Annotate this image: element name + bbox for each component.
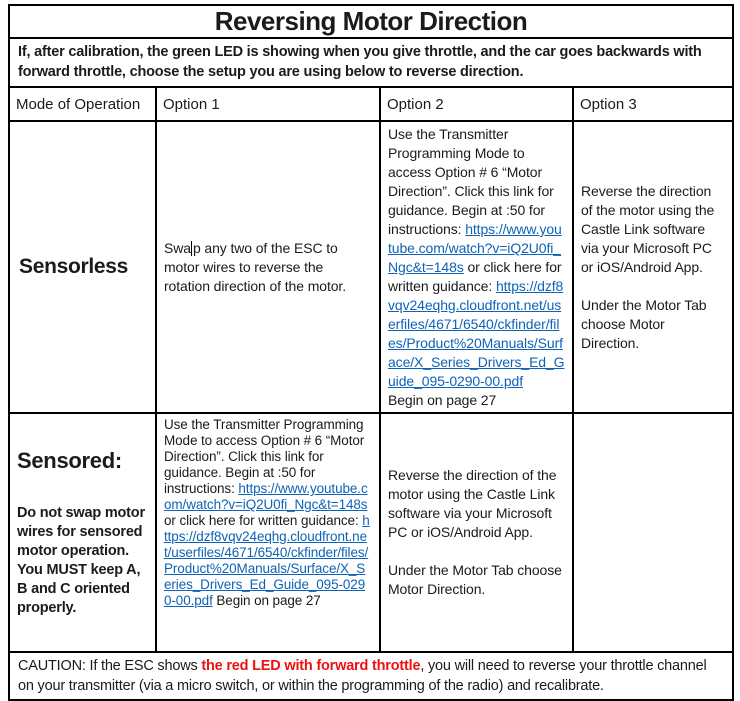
sensored-option1-text: Use the Transmitter Programming Mode to … — [164, 417, 372, 609]
text-cursor — [191, 240, 193, 256]
motor-tab-paragraph: Under the Motor Tab choose Motor Directi… — [581, 296, 707, 351]
row-label-sensorless: Sensorless — [19, 255, 129, 278]
caution-text: CAUTION: If the ESC shows the red LED wi… — [18, 656, 724, 696]
sensorless-option3-text: Reverse the direction of the motor using… — [581, 182, 725, 353]
instruction-text: or click here for written guidance: — [388, 259, 562, 294]
castle-link-paragraph: Reverse the direction of the motor using… — [388, 467, 557, 540]
pdf-guide-link[interactable]: https://dzf8vqv24eqhg.cloudfront.net/use… — [388, 278, 565, 389]
sensored-option2-text: Reverse the direction of the motor using… — [388, 466, 565, 599]
youtube-link[interactable]: https://www.youtube.com/watch?v=iQ2U0fi_… — [164, 481, 368, 512]
sensored-label-cell: Sensored: Do not swap motor wires for se… — [8, 412, 157, 653]
header-label: Mode of Operation — [16, 95, 141, 113]
column-header-option-2: Option 2 — [379, 86, 574, 122]
sensorless-option2-text: Use the Transmitter Programming Mode to … — [388, 125, 565, 410]
header-label: Option 3 — [580, 95, 637, 113]
title-cell: Reversing Motor Direction — [8, 4, 734, 39]
motor-tab-paragraph: Under the Motor Tab choose Motor Directi… — [388, 562, 562, 597]
column-header-option-3: Option 3 — [572, 86, 734, 122]
sensored-option1-cell: Use the Transmitter Programming Mode to … — [155, 412, 381, 653]
begin-page-note: Begin on page 27 — [388, 392, 497, 408]
castle-link-paragraph: Reverse the direction of the motor using… — [581, 182, 715, 275]
sensored-option2-cell: Reverse the direction of the motor using… — [379, 412, 574, 653]
sensorless-option2-cell: Use the Transmitter Programming Mode to … — [379, 120, 574, 414]
column-header-option-1: Option 1 — [155, 86, 381, 122]
sensored-option3-cell — [572, 412, 734, 653]
begin-page-note: Begin on page 27 — [212, 593, 321, 608]
pdf-guide-link[interactable]: https://dzf8vqv24eqhg.cloudfront.net/use… — [164, 513, 370, 608]
instruction-text: or click here for written guidance: — [164, 513, 363, 528]
intro-cell: If, after calibration, the green LED is … — [8, 37, 734, 88]
page-title: Reversing Motor Direction — [214, 6, 528, 36]
caution-cell: CAUTION: If the ESC shows the red LED wi… — [8, 651, 734, 701]
text-before-cursor: Swa — [164, 239, 191, 256]
reversing-motor-direction-table: Reversing Motor Direction If, after cali… — [8, 4, 734, 701]
caution-suffix: , you will need to reverse your throttle… — [18, 658, 707, 694]
sensorless-option3-cell: Reverse the direction of the motor using… — [572, 120, 734, 414]
sensorless-label-cell: Sensorless — [8, 120, 157, 414]
caution-prefix: CAUTION: If the ESC shows — [18, 658, 202, 674]
caution-red-highlight: the red LED with forward throttle — [201, 658, 421, 674]
row-label-sensored: Sensored: — [17, 447, 122, 473]
youtube-link[interactable]: https://www.youtube.com/watch?v=iQ2U0fi_… — [388, 221, 562, 275]
text-after-cursor: p any two of the ESC to motor wires to r… — [164, 239, 347, 294]
intro-text: If, after calibration, the green LED is … — [18, 44, 702, 80]
header-label: Option 2 — [387, 95, 444, 113]
instruction-text: Use the Transmitter Programming Mode to … — [164, 417, 365, 496]
header-label: Option 1 — [163, 95, 220, 113]
sensored-warning-note: Do not swap motor wires for sensored mot… — [17, 504, 145, 616]
instruction-text: Use the Transmitter Programming Mode to … — [388, 126, 554, 237]
column-header-mode-of-operation: Mode of Operation — [8, 86, 157, 122]
